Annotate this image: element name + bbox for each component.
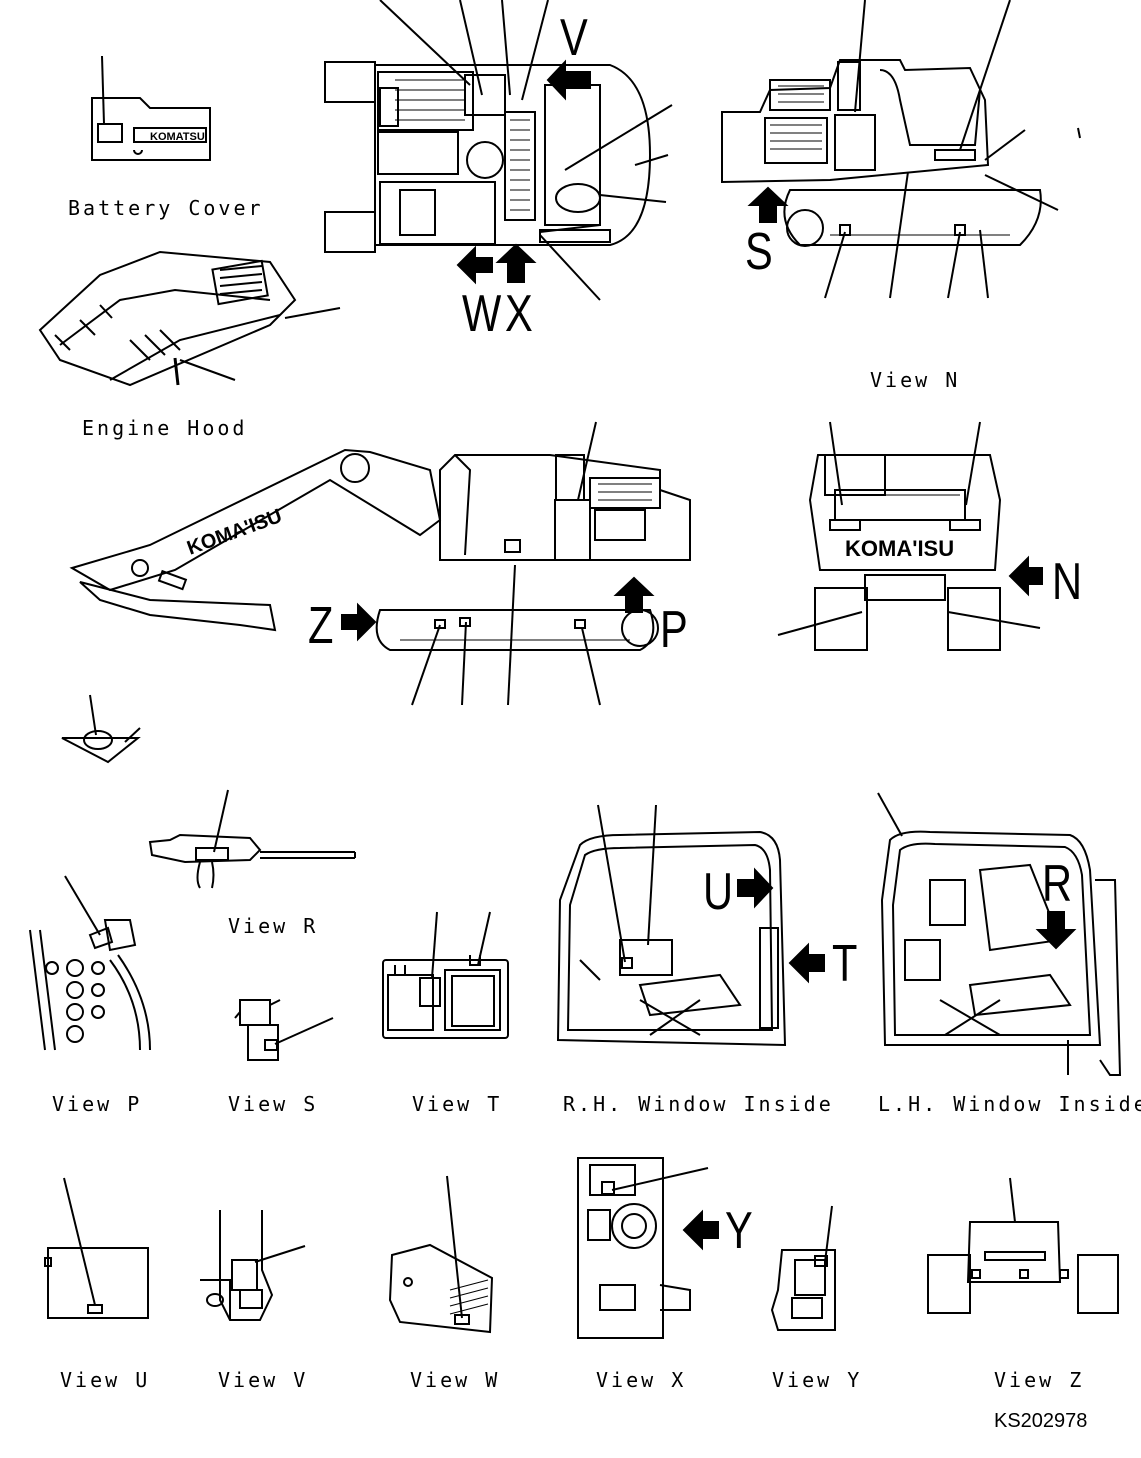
view-v-label: View V bbox=[218, 1368, 309, 1392]
battery-cover-logo: KOMATSU bbox=[150, 131, 205, 143]
rh-window-drawing bbox=[556, 804, 787, 1047]
arrow-t bbox=[788, 942, 825, 984]
view-w-drawing bbox=[388, 1175, 494, 1334]
boom-logo: KOMA'ISU bbox=[184, 505, 285, 560]
drawing-code: KS202978 bbox=[994, 1410, 1088, 1432]
view-v-drawing bbox=[200, 1210, 306, 1321]
view-t-label: View T bbox=[412, 1092, 503, 1116]
rear-view-drawing: KOMA'ISU bbox=[777, 421, 1041, 651]
view-letter-n: N bbox=[1052, 553, 1083, 611]
view-letter-p: P bbox=[660, 601, 688, 659]
arrow-y bbox=[682, 1209, 719, 1251]
view-letter-v: V bbox=[560, 9, 588, 67]
arrow-z bbox=[341, 602, 377, 642]
arrow-s bbox=[747, 186, 789, 223]
view-letter-z: Z bbox=[308, 597, 334, 655]
view-u-drawing bbox=[44, 1177, 149, 1319]
arrow-p bbox=[613, 576, 655, 613]
rh-window-inside-label: R.H. Window Inside bbox=[563, 1092, 834, 1116]
view-p-drawing bbox=[29, 875, 151, 1051]
view-letter-u: U bbox=[703, 863, 734, 921]
rear-logo: KOMA'ISU bbox=[845, 536, 954, 561]
view-letter-s: S bbox=[745, 223, 773, 281]
view-r-drawing bbox=[148, 789, 356, 889]
lh-window-inside-label: L.H. Window Inside bbox=[878, 1092, 1141, 1116]
view-y-label: View Y bbox=[772, 1368, 863, 1392]
view-x-label: View X bbox=[596, 1368, 687, 1392]
arrow-r bbox=[1035, 911, 1077, 950]
view-n-label: View N bbox=[870, 368, 961, 392]
view-letter-w: W bbox=[462, 285, 502, 343]
battery-cover-drawing: KOMATSU bbox=[91, 55, 211, 161]
arrow-n bbox=[1008, 555, 1043, 597]
arrow-v bbox=[546, 59, 591, 101]
view-z-drawing bbox=[927, 1177, 1119, 1314]
view-t-drawing bbox=[382, 911, 509, 1039]
arrow-x bbox=[495, 243, 537, 283]
view-w-label: View W bbox=[410, 1368, 501, 1392]
arrow-w bbox=[456, 245, 493, 285]
view-s-drawing bbox=[234, 999, 334, 1061]
view-n-side-drawing bbox=[721, 0, 1081, 299]
view-letter-y: Y bbox=[725, 1202, 753, 1260]
view-y-drawing bbox=[770, 1205, 836, 1331]
engine-hood-label: Engine Hood bbox=[82, 416, 248, 440]
battery-cover-label: Battery Cover bbox=[68, 196, 264, 220]
view-x-drawing bbox=[577, 1157, 709, 1339]
view-s-label: View S bbox=[228, 1092, 319, 1116]
triangle-tag-drawing bbox=[61, 694, 141, 764]
view-u-label: View U bbox=[60, 1368, 151, 1392]
view-r-label: View R bbox=[228, 914, 319, 938]
arrow-u bbox=[737, 867, 774, 909]
upper-structure-top-view bbox=[324, 0, 673, 301]
excavator-side-drawing: KOMA'ISU bbox=[69, 421, 691, 706]
lh-window-drawing bbox=[877, 792, 1122, 1076]
view-letter-t: T bbox=[832, 935, 858, 993]
view-z-label: View Z bbox=[994, 1368, 1085, 1392]
view-letter-r: R bbox=[1042, 855, 1073, 913]
view-letter-x: X bbox=[505, 285, 533, 343]
engine-hood-drawing bbox=[38, 250, 341, 387]
view-p-label: View P bbox=[52, 1092, 143, 1116]
